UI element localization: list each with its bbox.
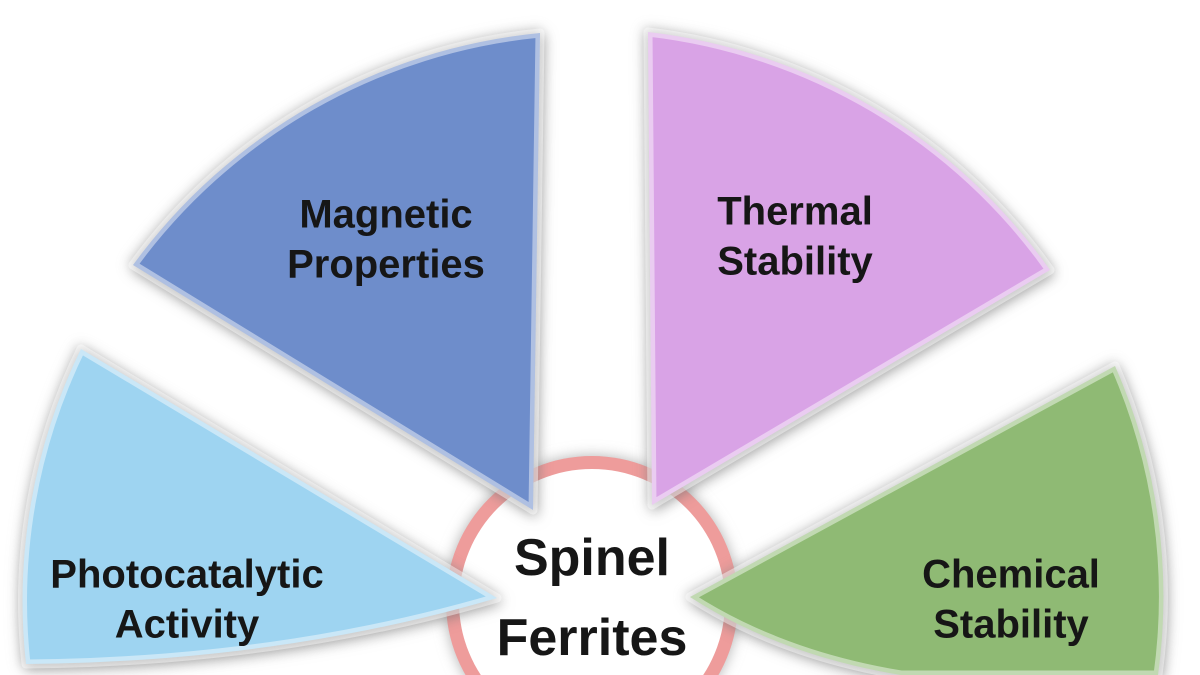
segment-label-chemical-stability: Chemical Stability bbox=[922, 552, 1100, 647]
wedge-thermal-stability bbox=[643, 27, 1055, 510]
wedge-chemical-stability bbox=[685, 361, 1168, 675]
segment-label-magnetic-properties: Magnetic Properties bbox=[287, 192, 485, 287]
center-circle bbox=[459, 469, 725, 675]
center-title: Spinel Ferrites bbox=[496, 529, 688, 667]
wedge-photocatalytic-activity bbox=[18, 344, 502, 669]
segment-label-photocatalytic-activity: Photocatalytic Activity bbox=[50, 552, 324, 647]
segment-label-thermal-stability: Thermal Stability bbox=[717, 189, 873, 284]
wedge-magnetic-properties bbox=[128, 28, 545, 515]
